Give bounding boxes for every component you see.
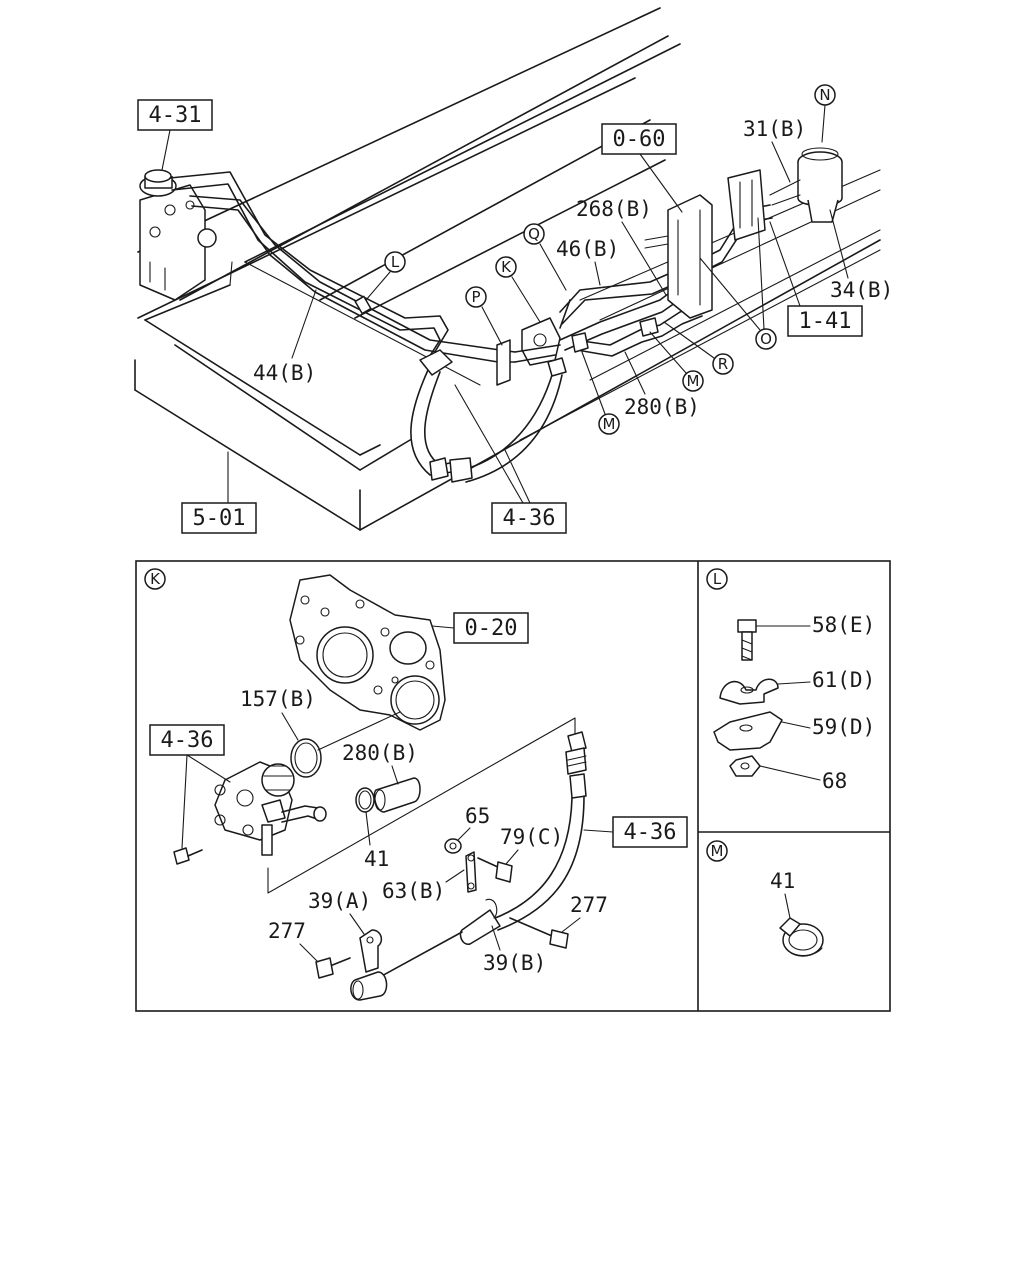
svg-text:41: 41 [364,847,389,871]
svg-text:N: N [819,86,830,104]
panel-L: L 58(E) 61(D) 59(D) 68 [706,568,875,793]
svg-text:61(D): 61(D) [812,668,875,692]
callout-M-upper: M [649,331,704,392]
callout-L: L [365,251,406,301]
svg-text:K: K [150,570,161,588]
svg-text:39(B): 39(B) [483,951,546,975]
brake-booster-unit [139,169,217,301]
svg-text:34(B): 34(B) [830,278,893,302]
svg-text:L: L [391,253,400,271]
svg-text:79(C): 79(C) [500,825,563,849]
svg-text:5-01: 5-01 [193,506,246,531]
svg-text:0-20: 0-20 [465,616,518,641]
svg-text:4-36: 4-36 [503,506,556,531]
ref-1-41: 1-41 [769,221,863,337]
svg-text:41: 41 [770,869,795,893]
label-34b: 34(B) [829,209,893,302]
svg-text:31(B): 31(B) [743,117,806,141]
ref-4-31: 4-31 [137,99,213,171]
svg-text:M: M [687,372,700,390]
callout-R: R [663,321,734,375]
svg-text:280(B): 280(B) [624,395,700,419]
panel-K: K 0-20 157(B) [144,568,688,1001]
label-280b-top: 280(B) [624,351,700,419]
ref-4-36-top: 4-36 [454,384,567,534]
svg-text:O: O [760,330,772,348]
ref-0-60: 0-60 [601,123,683,213]
svg-text:K: K [501,258,512,276]
callout-O: O [699,217,777,350]
panel-M: M 41 [706,840,824,957]
svg-text:M: M [711,842,724,860]
label-44b: 44(B) [253,289,317,385]
callout-Q: Q [523,223,567,291]
svg-text:44(B): 44(B) [253,361,316,385]
callout-N: N [814,84,836,143]
reservoir-assembly [727,147,843,241]
svg-text:277: 277 [570,893,608,917]
label-31b: 31(B) [743,117,806,183]
pipe-44b [169,171,516,366]
callout-P: P [465,286,503,346]
svg-text:L: L [713,570,722,588]
svg-text:65: 65 [465,804,490,828]
svg-text:R: R [718,355,728,373]
ref-5-01: 5-01 [181,451,257,534]
svg-text:157(B): 157(B) [240,687,316,711]
bracket-0-60 [644,194,713,319]
svg-text:68: 68 [822,769,847,793]
callout-K: K [495,256,541,323]
hose-4-36 [410,349,567,483]
svg-text:Q: Q [528,225,540,243]
svg-text:39(A): 39(A) [308,889,371,913]
svg-text:59(D): 59(D) [812,715,875,739]
svg-text:280(B): 280(B) [342,741,418,765]
svg-text:268(B): 268(B) [576,197,652,221]
svg-text:1-41: 1-41 [799,309,852,334]
svg-text:M: M [603,415,616,433]
svg-text:4-36: 4-36 [624,820,677,845]
svg-text:4-36: 4-36 [161,728,214,753]
label-46b: 46(B) [556,237,619,286]
label-268b: 268(B) [576,197,667,296]
detail-panels [135,560,891,1012]
svg-text:0-60: 0-60 [613,127,666,152]
svg-text:P: P [471,288,480,306]
svg-text:63(B): 63(B) [382,879,445,903]
svg-text:277: 277 [268,919,306,943]
svg-text:58(E): 58(E) [812,613,875,637]
svg-text:4-31: 4-31 [149,103,202,128]
callout-M-lower: M [581,351,620,435]
svg-text:46(B): 46(B) [556,237,619,261]
